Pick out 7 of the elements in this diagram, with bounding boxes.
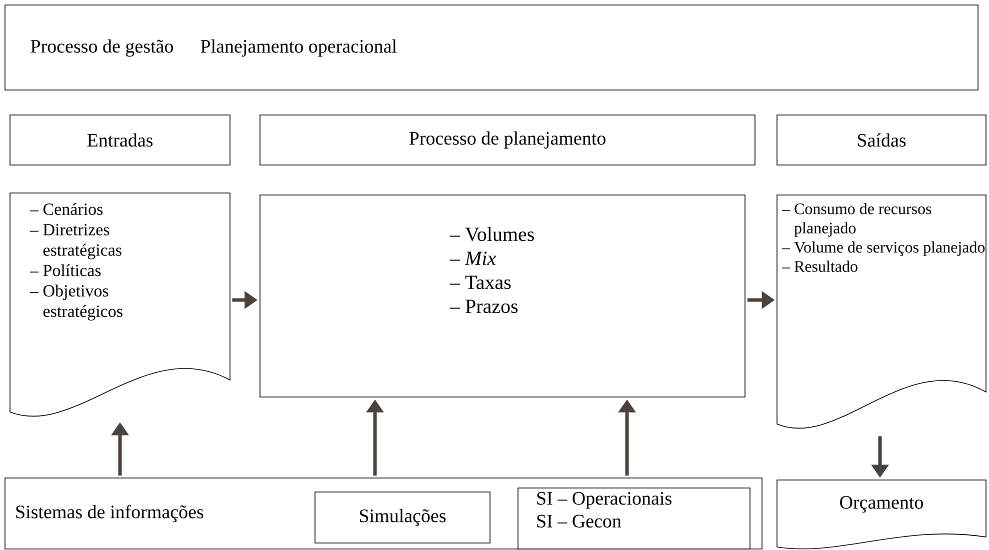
header-box: Saídas (776, 114, 986, 166)
process-box: – Volumes – Mix – Taxas – Prazos (260, 194, 746, 398)
simulation-box: Simulações (314, 492, 490, 544)
header-box: Processo de planejamento (260, 114, 756, 166)
system-box: SI – Operacionais SI – Gecon (518, 488, 750, 550)
header-band: Processo de gestão Planejamento operacional (4, 4, 978, 90)
header-box: Entradas (10, 114, 230, 166)
